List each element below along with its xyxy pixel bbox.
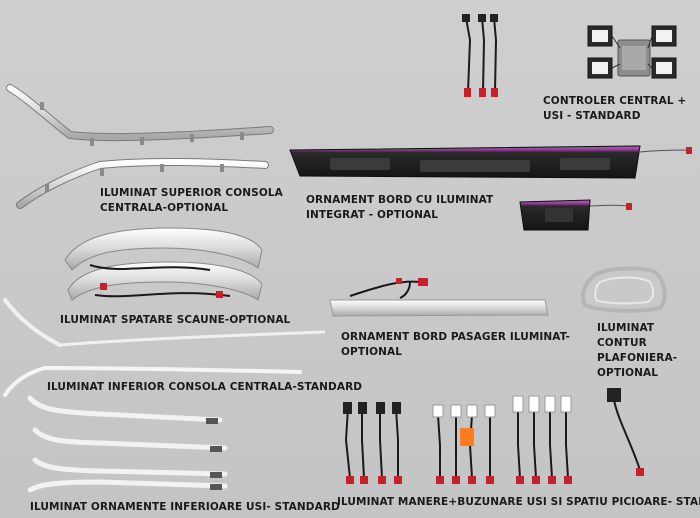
ceiling-light-contour — [581, 266, 667, 313]
seat-back-trim — [64, 227, 263, 301]
label-seat-backs: ILUMINAT SPATARE SCAUNE-OPTIONAL — [60, 313, 290, 328]
label-ceiling-light-line2: CONTUR — [597, 337, 647, 349]
label-dashboard-trim-line1: ORNAMENT BORD CU ILUMINAT — [306, 194, 494, 206]
label-controller: CONTROLER CENTRAL + USI - STANDARD — [543, 94, 686, 124]
lower-console-trim — [3, 298, 326, 397]
label-lower-console: ILUMINAT INFERIOR CONSOLA CENTRALA-STAND… — [47, 380, 362, 395]
handle-pocket-harness — [343, 388, 644, 484]
label-passenger-dash-line2: OPTIONAL — [341, 346, 403, 358]
label-ceiling-light-line3: PLAFONIERA- — [597, 352, 678, 364]
label-ceiling-light-line4: OPTIONAL — [597, 367, 659, 379]
label-controller-line1: CONTROLER CENTRAL + — [543, 95, 687, 107]
label-passenger-dash: ORNAMENT BORD PASAGER ILUMINAT- OPTIONAL — [341, 330, 570, 360]
controller-module — [587, 25, 677, 79]
label-upper-console-line1: ILUMINAT SUPERIOR CONSOLA — [100, 187, 283, 199]
label-dashboard-trim: ORNAMENT BORD CU ILUMINAT INTEGRAT - OPT… — [306, 193, 493, 223]
label-upper-console: ILUMINAT SUPERIOR CONSOLA CENTRALA-OPTIO… — [100, 186, 283, 216]
label-upper-console-line2: CENTRALA-OPTIONAL — [100, 202, 229, 214]
label-passenger-dash-line1: ORNAMENT BORD PASAGER ILUMINAT- — [341, 331, 570, 343]
upper-console-trim — [6, 84, 274, 209]
label-controller-line2: USI - STANDARD — [543, 110, 641, 122]
label-handles-pockets: ILUMINAT MANERE+BUZUNARE USI SI SPATIU P… — [337, 495, 700, 510]
label-ceiling-light-line1: ILUMINAT — [597, 322, 655, 334]
wire-harness-top — [462, 14, 498, 97]
label-dashboard-trim-line2: INTEGRAT - OPTIONAL — [306, 209, 438, 221]
label-lower-console-line1: ILUMINAT INFERIOR CONSOLA CENTRALA-STAND… — [47, 381, 363, 393]
dashboard-trim — [289, 145, 692, 231]
label-handles-pockets-line1: ILUMINAT MANERE+BUZUNARE USI SI SPATIU P… — [337, 496, 700, 508]
door-lower-trims — [27, 395, 228, 493]
passenger-dash-trim — [329, 278, 549, 317]
label-door-trims-line1: ILUMINAT ORNAMENTE INFERIOARE USI- STAND… — [30, 501, 340, 513]
label-ceiling-light: ILUMINAT CONTUR PLAFONIERA- OPTIONAL — [597, 321, 677, 381]
label-seat-backs-line1: ILUMINAT SPATARE SCAUNE-OPTIONAL — [60, 314, 291, 326]
label-door-trims: ILUMINAT ORNAMENTE INFERIOARE USI- STAND… — [30, 500, 340, 515]
